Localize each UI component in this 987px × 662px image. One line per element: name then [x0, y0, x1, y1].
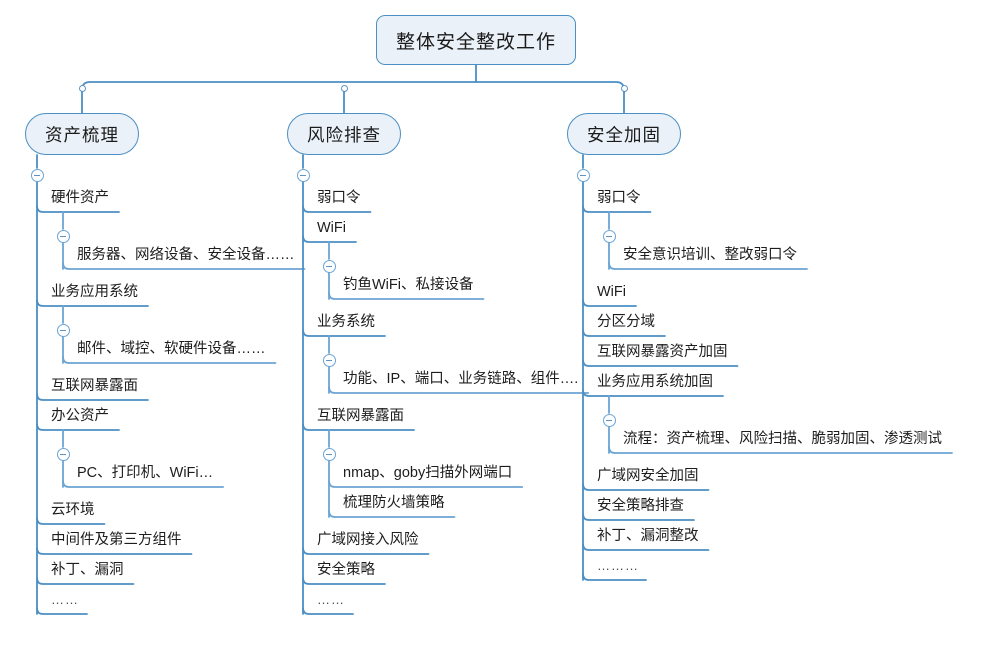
branch-1-item-1[interactable]: 硬件资产: [51, 190, 109, 206]
root-node[interactable]: 整体安全整改工作: [375, 15, 576, 65]
branch-2-item-2-child-1[interactable]: 钓鱼WiFi、私接设备: [343, 277, 474, 293]
branch-1-item-5[interactable]: 云环境: [51, 502, 95, 518]
branch-2-item-2[interactable]: WiFi: [317, 220, 346, 236]
branch-3-item-2[interactable]: WiFi: [597, 284, 626, 300]
branch-3-item-9[interactable]: ………: [597, 558, 639, 573]
collapse-toggle-icon[interactable]: [322, 259, 336, 273]
collapse-toggle-icon[interactable]: [296, 168, 310, 182]
branch-1-item-1-child-1[interactable]: 服务器、网络设备、安全设备……: [77, 247, 295, 263]
branch-node-2[interactable]: 风险排查: [287, 113, 401, 155]
branch-3-item-5[interactable]: 业务应用系统加固: [597, 374, 713, 390]
branch-3-item-4[interactable]: 互联网暴露资产加固: [597, 344, 728, 360]
branch-node-1[interactable]: 资产梳理: [25, 113, 139, 155]
collapse-toggle-icon[interactable]: [602, 229, 616, 243]
branch-3-item-5-child-1[interactable]: 流程：资产梳理、风险扫描、脆弱加固、渗透测试: [623, 431, 942, 447]
branch-1-item-3[interactable]: 互联网暴露面: [51, 378, 138, 394]
collapse-toggle-icon[interactable]: [576, 168, 590, 182]
branch-2-item-6[interactable]: 安全策略: [317, 562, 375, 578]
branch-2-item-7[interactable]: ……: [317, 592, 345, 607]
branch-1-item-2-child-1[interactable]: 邮件、域控、软硬件设备……: [77, 341, 266, 357]
branch-node-3[interactable]: 安全加固: [567, 113, 681, 155]
branch-1-item-7[interactable]: 补丁、漏洞: [51, 562, 124, 578]
branch-1-item-4[interactable]: 办公资产: [51, 408, 109, 424]
collapse-toggle-icon[interactable]: [56, 447, 70, 461]
collapse-toggle-icon[interactable]: [322, 447, 336, 461]
node-label: 整体安全整改工作: [395, 31, 556, 53]
branch-2-item-1[interactable]: 弱口令: [317, 190, 361, 206]
node-label: 资产梳理: [45, 124, 119, 145]
branch-3-item-8[interactable]: 补丁、漏洞整改: [597, 528, 699, 544]
node-label: 安全加固: [587, 124, 661, 145]
collapse-toggle-icon[interactable]: [56, 229, 70, 243]
branch-2-item-3[interactable]: 业务系统: [317, 314, 375, 330]
connector-junction-dot: [340, 84, 348, 92]
branch-1-item-8[interactable]: ……: [51, 592, 79, 607]
branch-2-item-4[interactable]: 互联网暴露面: [317, 408, 404, 424]
branch-3-item-6[interactable]: 广域网安全加固: [597, 468, 699, 484]
branch-3-item-7[interactable]: 安全策略排查: [597, 498, 684, 514]
connector-junction-dot: [78, 84, 86, 92]
node-label: 风险排查: [307, 124, 381, 145]
branch-2-item-4-child-1[interactable]: nmap、goby扫描外网端口: [343, 465, 513, 481]
branch-1-item-6[interactable]: 中间件及第三方组件: [51, 532, 182, 548]
branch-2-item-4-child-2[interactable]: 梳理防火墙策略: [343, 495, 445, 511]
branch-3-item-1[interactable]: 弱口令: [597, 190, 641, 206]
branch-1-item-2[interactable]: 业务应用系统: [51, 284, 138, 300]
branch-1-item-4-child-1[interactable]: PC、打印机、WiFi…: [77, 465, 214, 481]
branch-3-item-1-child-1[interactable]: 安全意识培训、整改弱口令: [623, 247, 797, 263]
collapse-toggle-icon[interactable]: [322, 353, 336, 367]
branch-2-item-5[interactable]: 广域网接入风险: [317, 532, 419, 548]
collapse-toggle-icon[interactable]: [56, 323, 70, 337]
collapse-toggle-icon[interactable]: [30, 168, 44, 182]
branch-2-item-3-child-1[interactable]: 功能、IP、端口、业务链路、组件….: [343, 371, 579, 387]
connector-junction-dot: [620, 84, 628, 92]
branch-3-item-3[interactable]: 分区分域: [597, 314, 655, 330]
collapse-toggle-icon[interactable]: [602, 413, 616, 427]
